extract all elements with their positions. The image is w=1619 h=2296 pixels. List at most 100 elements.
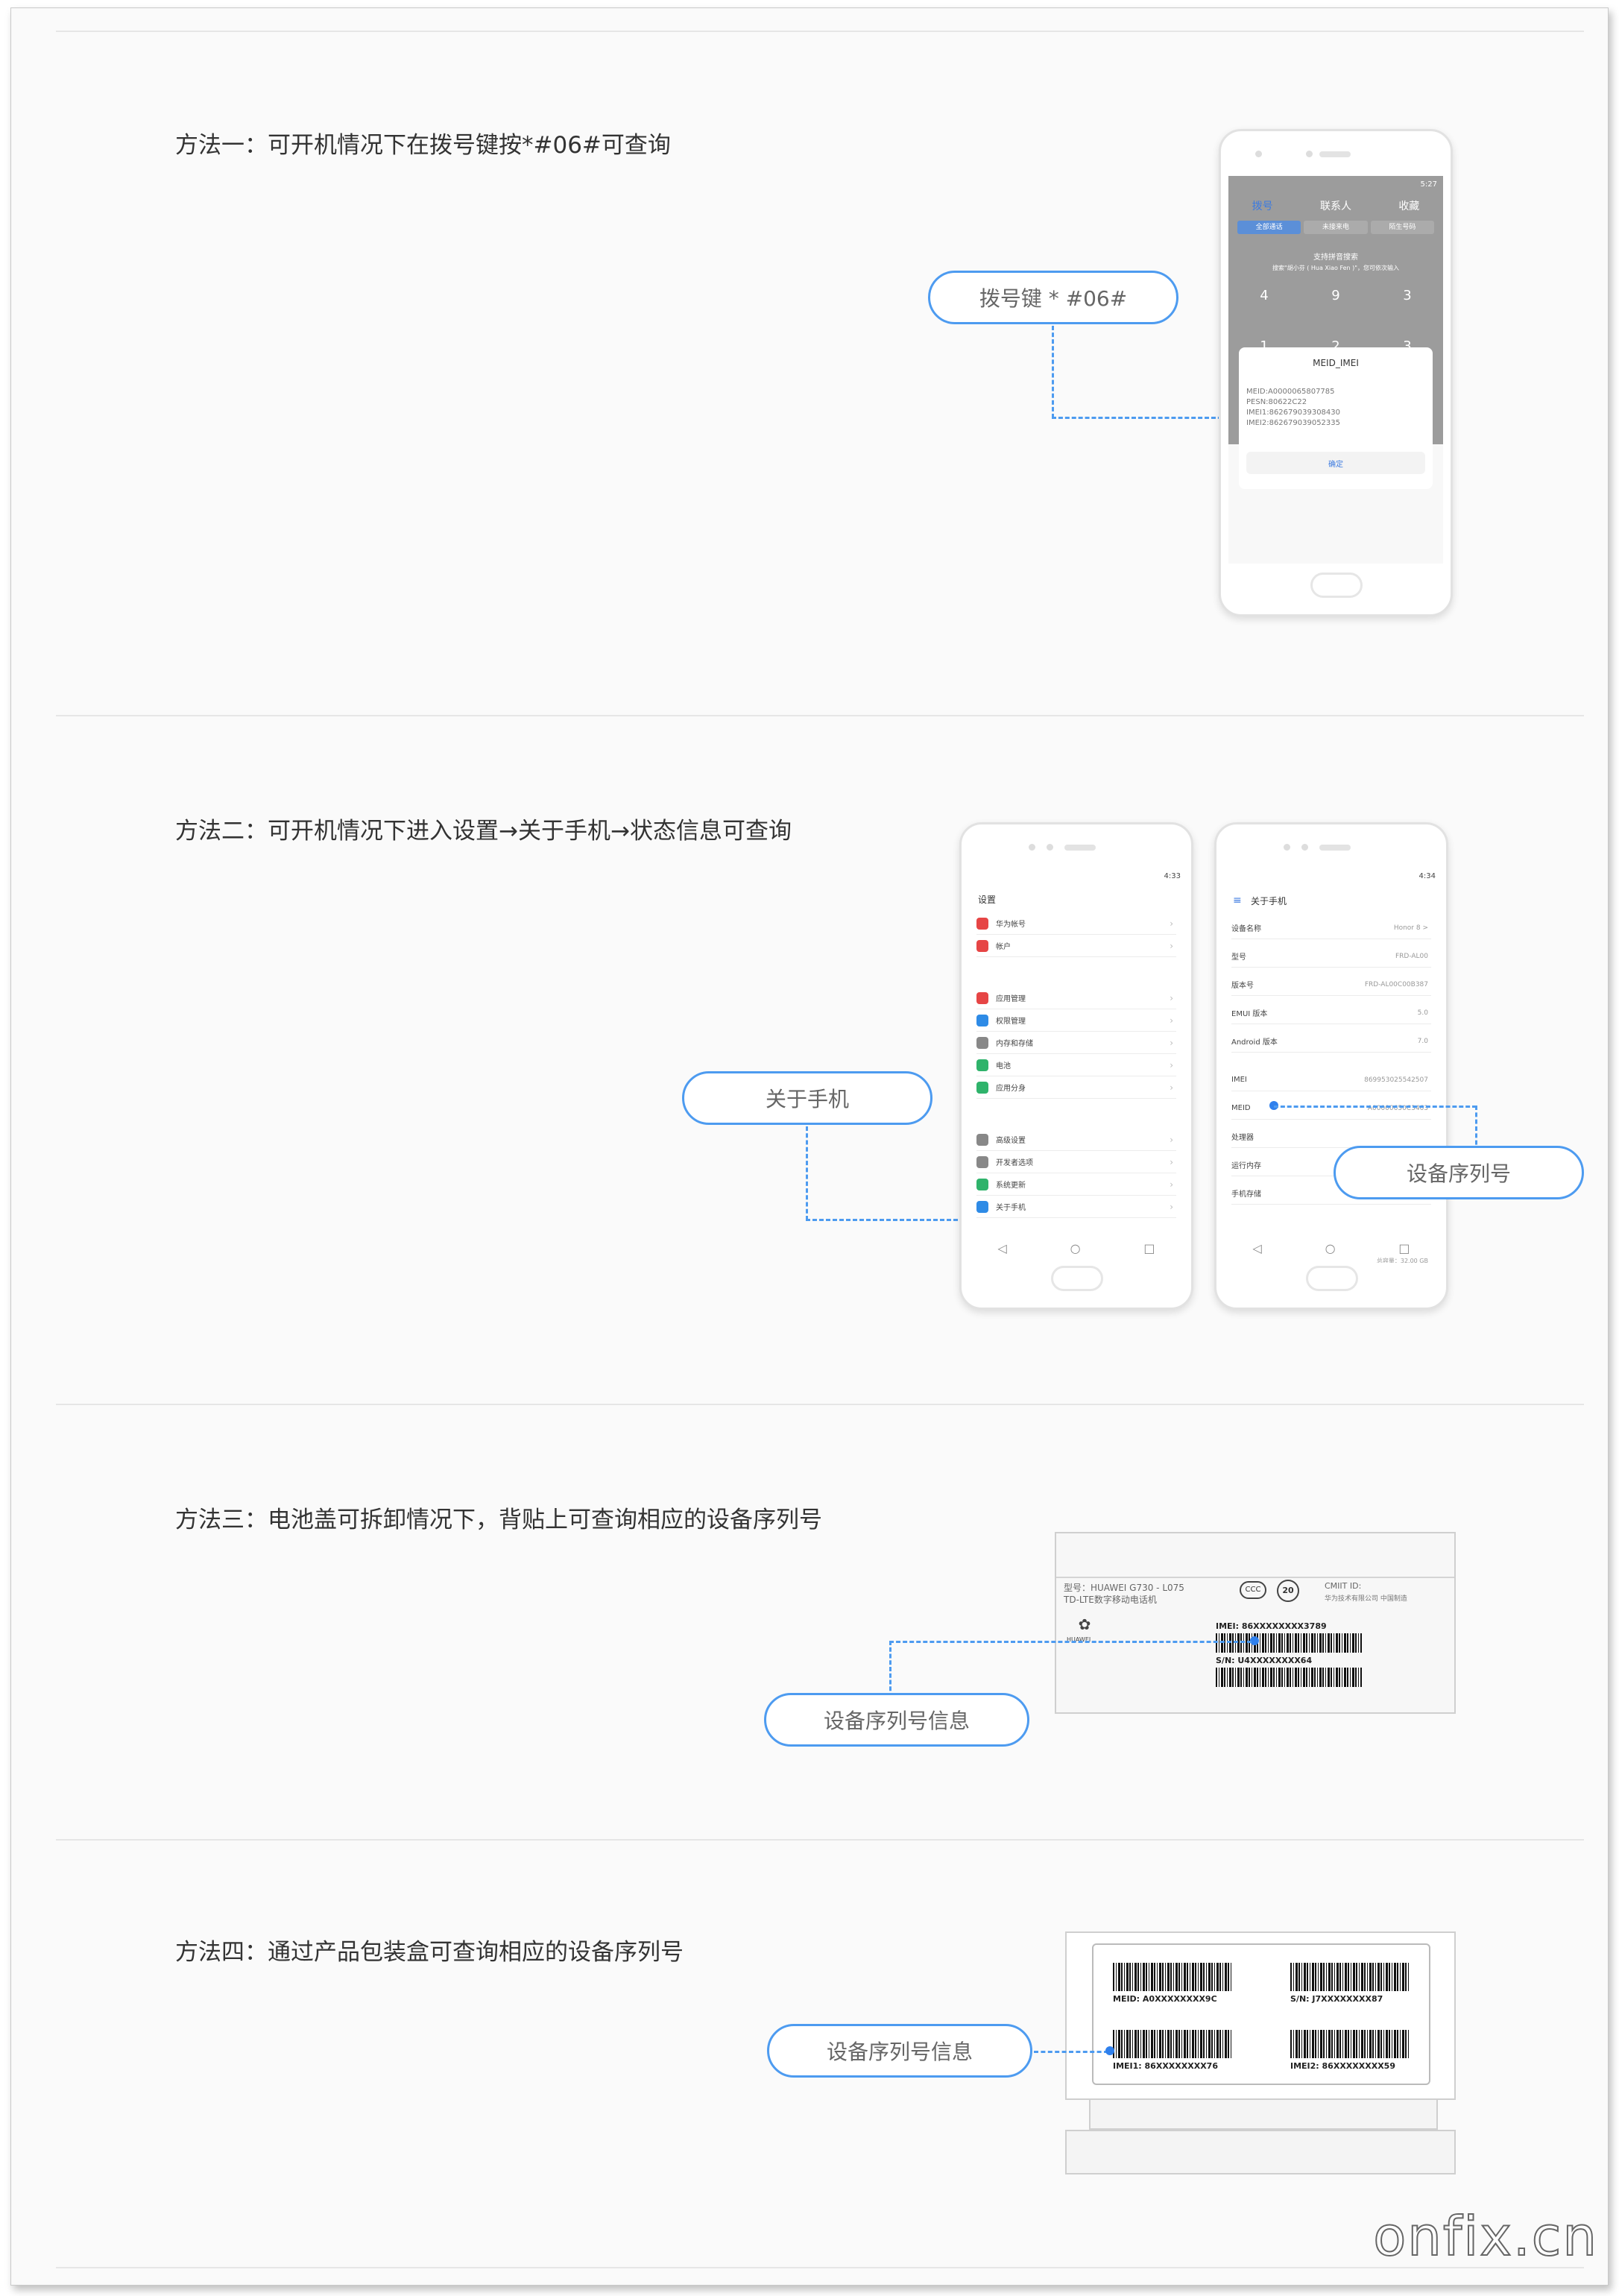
settings-item[interactable]: 帐户›: [976, 935, 1176, 957]
phone-dialer: 5:27 拨号 联系人 收藏 全部通话 未接来电 陌生号码 支持拼音搜索 搜索"…: [1219, 129, 1453, 616]
dialog-title: MEID_IMEI: [1313, 358, 1359, 368]
dialog-line: IMEI2:862679039052335: [1246, 419, 1341, 427]
label-model: 型号：HUAWEI G730 - L075: [1064, 1583, 1184, 1593]
chevron-right-icon: ›: [1170, 1015, 1173, 1026]
settings-item-label: 关于手机: [996, 1204, 1026, 1212]
ccc-mark-icon: CCC: [1240, 1581, 1266, 1599]
menu-icon[interactable]: ≡: [1233, 895, 1242, 906]
method-1-title: 方法一：可开机情况下在拨号键按*#06#可查询: [175, 132, 671, 159]
callout-package-serial: 设备序列号信息: [767, 2024, 1032, 2078]
settings-item[interactable]: 关于手机 ›: [976, 1196, 1176, 1218]
connector: [889, 1641, 891, 1697]
key-2[interactable]: 2: [1331, 338, 1340, 354]
tab-contacts[interactable]: 联系人: [1319, 201, 1351, 212]
package-box-base: [1065, 2130, 1456, 2174]
label-brand: HUAWEI: [1067, 1636, 1091, 1643]
key-1[interactable]: 1: [1260, 338, 1269, 354]
key-3[interactable]: 3: [1403, 338, 1412, 354]
settings-item[interactable]: 开发者选项›: [976, 1151, 1176, 1173]
dialog-line: IMEI1:862679039308430: [1246, 409, 1341, 417]
huawei-logo-icon: ✿: [1078, 1615, 1091, 1633]
settings-item-label: 应用管理: [996, 995, 1026, 1003]
label-type: TD-LTE数字移动电话机: [1064, 1595, 1157, 1605]
settings-item[interactable]: 权限管理 ›: [976, 1009, 1176, 1032]
site-watermark: onfix.cn: [1372, 2204, 1598, 2268]
settings-item-icon: [976, 1200, 988, 1213]
settings-item[interactable]: 内存和存储›: [976, 1032, 1176, 1054]
settings-item[interactable]: 应用分身›: [976, 1076, 1176, 1099]
dialog-ok-button[interactable]: 确定: [1246, 452, 1425, 474]
settings-item-label: 权限管理: [996, 1018, 1026, 1026]
settings-item[interactable]: 华为帐号›: [976, 912, 1176, 935]
settings-item[interactable]: 应用管理›: [976, 987, 1176, 1009]
status-time: 4:34: [1418, 872, 1436, 880]
about-screen: 4:34 ≡ 关于手机 869953025650472 总容量：32.00 GB…: [1221, 868, 1442, 1263]
connector: [889, 1641, 1252, 1643]
divider: [56, 715, 1584, 716]
package-box-lid: [1089, 2100, 1438, 2130]
connector: [1274, 1106, 1477, 1108]
about-row-label: Android 版本: [1231, 1038, 1278, 1047]
settings-item-icon: [976, 1014, 988, 1026]
settings-item-icon: [976, 991, 988, 1004]
chevron-right-icon: ›: [1170, 1059, 1173, 1070]
battery-back-label: 型号：HUAWEI G730 - L075 TD-LTE数字移动电话机 CCC …: [1055, 1532, 1456, 1714]
chevron-right-icon: ›: [1170, 1201, 1173, 1212]
dialer-subtabs: 全部通话 未接来电 陌生号码: [1237, 221, 1434, 234]
settings-item[interactable]: 电池›: [976, 1054, 1176, 1076]
label-maker: 华为技术有限公司 中国制造: [1325, 1595, 1407, 1603]
back-icon[interactable]: ◁: [997, 1240, 1007, 1255]
tab-favorites[interactable]: 收藏: [1398, 201, 1420, 212]
settings-item[interactable]: 系统更新›: [976, 1173, 1176, 1196]
divider: [56, 1404, 1584, 1405]
chevron-right-icon: ›: [1170, 1037, 1173, 1048]
chevron-right-icon: ›: [1170, 1134, 1173, 1145]
about-row-label: 版本号: [1231, 982, 1254, 990]
about-row-label: 运行内存: [1231, 1162, 1261, 1170]
subtab-missed[interactable]: 未接来电: [1304, 221, 1368, 234]
settings-item-icon: [976, 1133, 988, 1146]
dialog-line: PESN:80622C22: [1246, 398, 1307, 406]
home-button: [1306, 1266, 1358, 1291]
settings-item[interactable]: 高级设置›: [976, 1129, 1176, 1151]
home-button: [1051, 1266, 1103, 1291]
subtab-all-calls[interactable]: 全部通话: [1237, 221, 1301, 234]
connector-dot: [1105, 2046, 1114, 2055]
hint-keys: 4 9 3: [1260, 288, 1412, 303]
settings-item-icon: [976, 1081, 988, 1094]
sn-barcode: [1216, 1668, 1362, 1687]
about-row: 版本号 FRD-AL00C00B387: [1231, 974, 1431, 996]
keypad-row-1: 1 2 3: [1228, 338, 1443, 354]
back-icon[interactable]: ◁: [1252, 1240, 1262, 1255]
method-2-title: 方法二：可开机情况下进入设置→关于手机→状态信息可查询: [175, 818, 792, 845]
subtab-unknown[interactable]: 陌生号码: [1370, 221, 1434, 234]
recents-icon[interactable]: □: [1398, 1240, 1410, 1255]
settings-item-icon: [976, 1178, 988, 1190]
settings-item-label: 应用分身: [996, 1085, 1026, 1093]
about-row-value: FRD-AL00C00B387: [1364, 980, 1428, 988]
settings-item-icon: [976, 1155, 988, 1168]
recents-icon[interactable]: □: [1143, 1240, 1155, 1255]
pinyin-hint-text: 搜索"胡小芬 ( Hua Xiao Fen )"，您可依次输入: [1272, 265, 1399, 271]
tab-dial[interactable]: 拨号: [1252, 201, 1273, 212]
settings-item-label: 华为帐号: [996, 921, 1026, 929]
settings-item-icon: [976, 1059, 988, 1071]
connector-dot: [1250, 1636, 1259, 1645]
eco-20-icon: 20: [1277, 1580, 1299, 1602]
status-time: 4:33: [1164, 872, 1181, 880]
home-icon[interactable]: ○: [1070, 1240, 1081, 1255]
about-title: 关于手机: [1251, 896, 1287, 906]
settings-item-icon: [976, 939, 988, 952]
nav-bar: ◁ ○ □: [1221, 1233, 1442, 1263]
dialer-tabs: 拨号 联系人 收藏: [1228, 198, 1443, 213]
home-icon[interactable]: ○: [1325, 1240, 1336, 1255]
phone-settings: 4:33 设置 ◁ ○ □ 华为帐号›帐户›应用管理›权限管理›内存和存储›电池…: [959, 822, 1193, 1310]
method-3-title: 方法三：电池盖可拆卸情况下，背贴上可查询相应的设备序列号: [175, 1507, 822, 1533]
connector: [1475, 1106, 1477, 1152]
settings-item-icon: [976, 1036, 988, 1049]
